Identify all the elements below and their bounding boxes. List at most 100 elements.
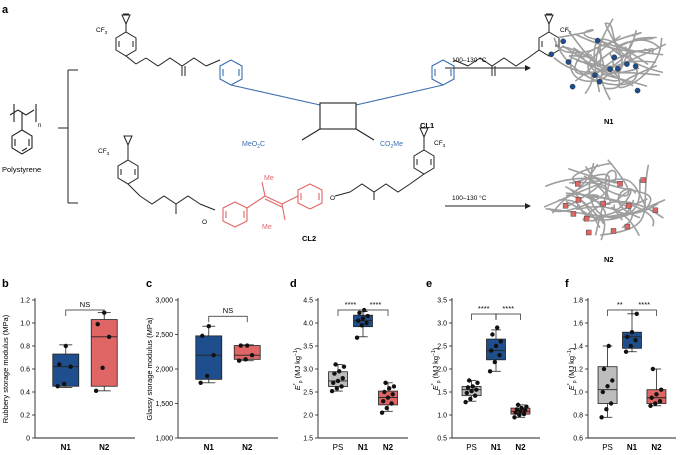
panel-label-c: c	[146, 278, 152, 290]
data-point	[211, 353, 216, 358]
me-top-label: Me	[264, 175, 274, 182]
co2me-label: CO2Me	[380, 141, 403, 150]
crosslink-node	[596, 78, 603, 85]
panel-label-b: b	[2, 278, 9, 290]
crosslink-node	[565, 59, 572, 65]
x-tick-label: N2	[383, 443, 394, 452]
data-point	[489, 348, 494, 353]
data-point	[339, 384, 344, 389]
data-point	[243, 357, 248, 362]
significance-label: ****	[502, 304, 514, 313]
crosslink-node	[624, 61, 630, 67]
significance-label: ****	[638, 300, 650, 309]
x-tick-label: N1	[61, 443, 72, 452]
crosslink-node	[617, 181, 623, 187]
y-tick-label: 1.2	[573, 367, 583, 374]
polymer-chain	[565, 163, 605, 225]
data-point	[522, 408, 528, 413]
bracket-line	[495, 313, 521, 320]
box-body	[52, 353, 80, 387]
y-tick-label: 1,000	[155, 436, 173, 443]
condition-bottom: 100–130 °C	[452, 194, 487, 202]
data-point	[519, 405, 524, 411]
y-axis-label: E*p (MJ kg−1)	[431, 347, 442, 390]
crosslink-node	[652, 207, 659, 214]
polymer-chain	[599, 164, 650, 236]
significance-label: NS	[223, 306, 233, 315]
data-point	[63, 343, 68, 349]
data-point	[512, 415, 517, 420]
y-axis-label: Glassy storage modulus (MPa)	[145, 317, 154, 420]
data-point	[470, 384, 475, 389]
data-point	[204, 373, 210, 379]
cl1-label: CL1	[420, 121, 434, 130]
x-tick-label: PS	[466, 443, 477, 452]
box-n1	[486, 325, 506, 374]
data-point	[623, 349, 629, 354]
data-point	[389, 401, 394, 406]
x-tick-label: N2	[651, 443, 662, 452]
crosslink-node	[634, 87, 641, 94]
significance-label: NS	[80, 300, 90, 309]
data-point	[472, 393, 478, 398]
x-tick-label: PS	[333, 443, 344, 452]
data-point	[517, 412, 522, 418]
box-n1	[52, 343, 80, 389]
polymer-chain	[604, 60, 657, 90]
y-tick-label: 0.8	[20, 344, 30, 351]
data-point	[331, 380, 336, 385]
y-tick-label: 2.5	[303, 390, 313, 397]
data-point	[601, 366, 607, 372]
polymer-chain	[576, 23, 623, 68]
data-point	[382, 389, 387, 395]
data-point	[515, 402, 521, 408]
data-point	[608, 401, 614, 406]
data-point	[390, 392, 395, 397]
polymer-chain	[583, 159, 630, 197]
data-point	[492, 359, 498, 365]
box-n2	[378, 380, 398, 415]
data-point	[464, 390, 470, 396]
crosslink-node	[624, 223, 631, 230]
significance-bracket: ****	[471, 304, 497, 320]
y-tick-label: 1.8	[573, 298, 583, 305]
crosslink-node	[607, 66, 613, 72]
crosslink-node	[592, 72, 598, 78]
significance-bracket: NS	[65, 300, 105, 316]
y-tick-label: 4.0	[303, 321, 313, 328]
o-left-label: O	[202, 219, 207, 226]
crosslink-node	[560, 38, 566, 45]
polymer-chain	[604, 22, 664, 74]
panel-label-f: f	[565, 278, 569, 290]
box-n1	[622, 311, 642, 354]
data-point	[57, 362, 62, 367]
y-tick-label: 3.0	[437, 321, 447, 328]
reaction-bracket	[58, 69, 78, 204]
bracket-line	[631, 309, 657, 316]
network-n2	[543, 159, 666, 241]
data-point	[340, 376, 345, 381]
data-point	[657, 399, 663, 404]
data-point	[238, 343, 243, 348]
data-point	[610, 378, 615, 383]
data-point	[468, 396, 473, 402]
polymer-chain	[597, 47, 661, 77]
data-point	[341, 364, 347, 369]
crosslink-node	[632, 63, 639, 70]
data-point	[625, 334, 630, 339]
data-point	[100, 365, 105, 371]
data-point	[650, 366, 656, 372]
y-axis-label: Rubbery storage modulus (MPa)	[1, 314, 10, 423]
significance-label: **	[617, 300, 623, 309]
bracket-line	[471, 313, 497, 320]
y-axis-label: E*p (MJ kg−1)	[567, 347, 578, 390]
y-tick-label: 3.5	[437, 298, 447, 305]
data-point	[599, 415, 604, 420]
data-point	[333, 362, 338, 367]
data-point	[245, 343, 250, 348]
polymer-chain	[613, 190, 632, 211]
data-point	[487, 369, 493, 374]
box-body	[646, 389, 667, 404]
